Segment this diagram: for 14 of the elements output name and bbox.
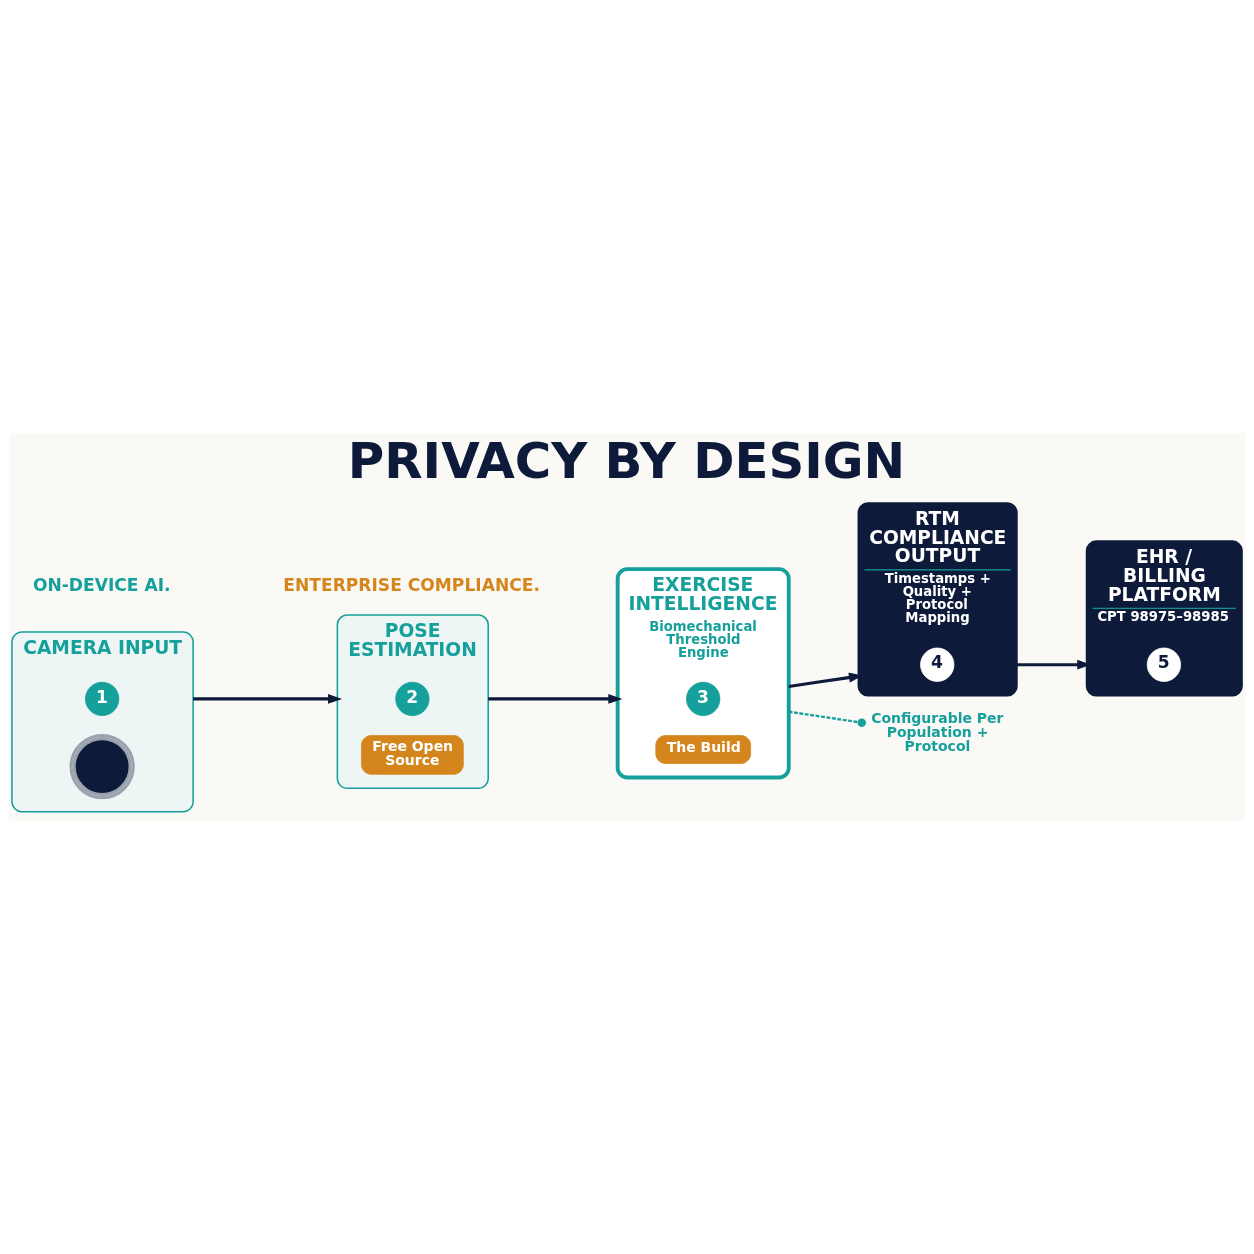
label: ENTERPRISE COMPLIANCE. (283, 574, 540, 595)
arrow (193, 694, 343, 704)
node-circle: 5 (1146, 647, 1181, 682)
node-box: Free Open Source (361, 735, 464, 775)
node-circle: 2 (395, 681, 430, 717)
arrow (488, 694, 623, 704)
node-circle: 1 (85, 681, 120, 717)
diagram-title: PRIVACY BY DESIGN (347, 432, 906, 491)
node-text: Configurable Per Population + Protocol (871, 710, 1004, 755)
node-box: The Build (655, 735, 751, 764)
node-circle: 4 (920, 647, 955, 682)
connector (788, 710, 867, 727)
label: ON-DEVICE AI. (32, 574, 171, 595)
node-circle: 3 (686, 681, 721, 717)
